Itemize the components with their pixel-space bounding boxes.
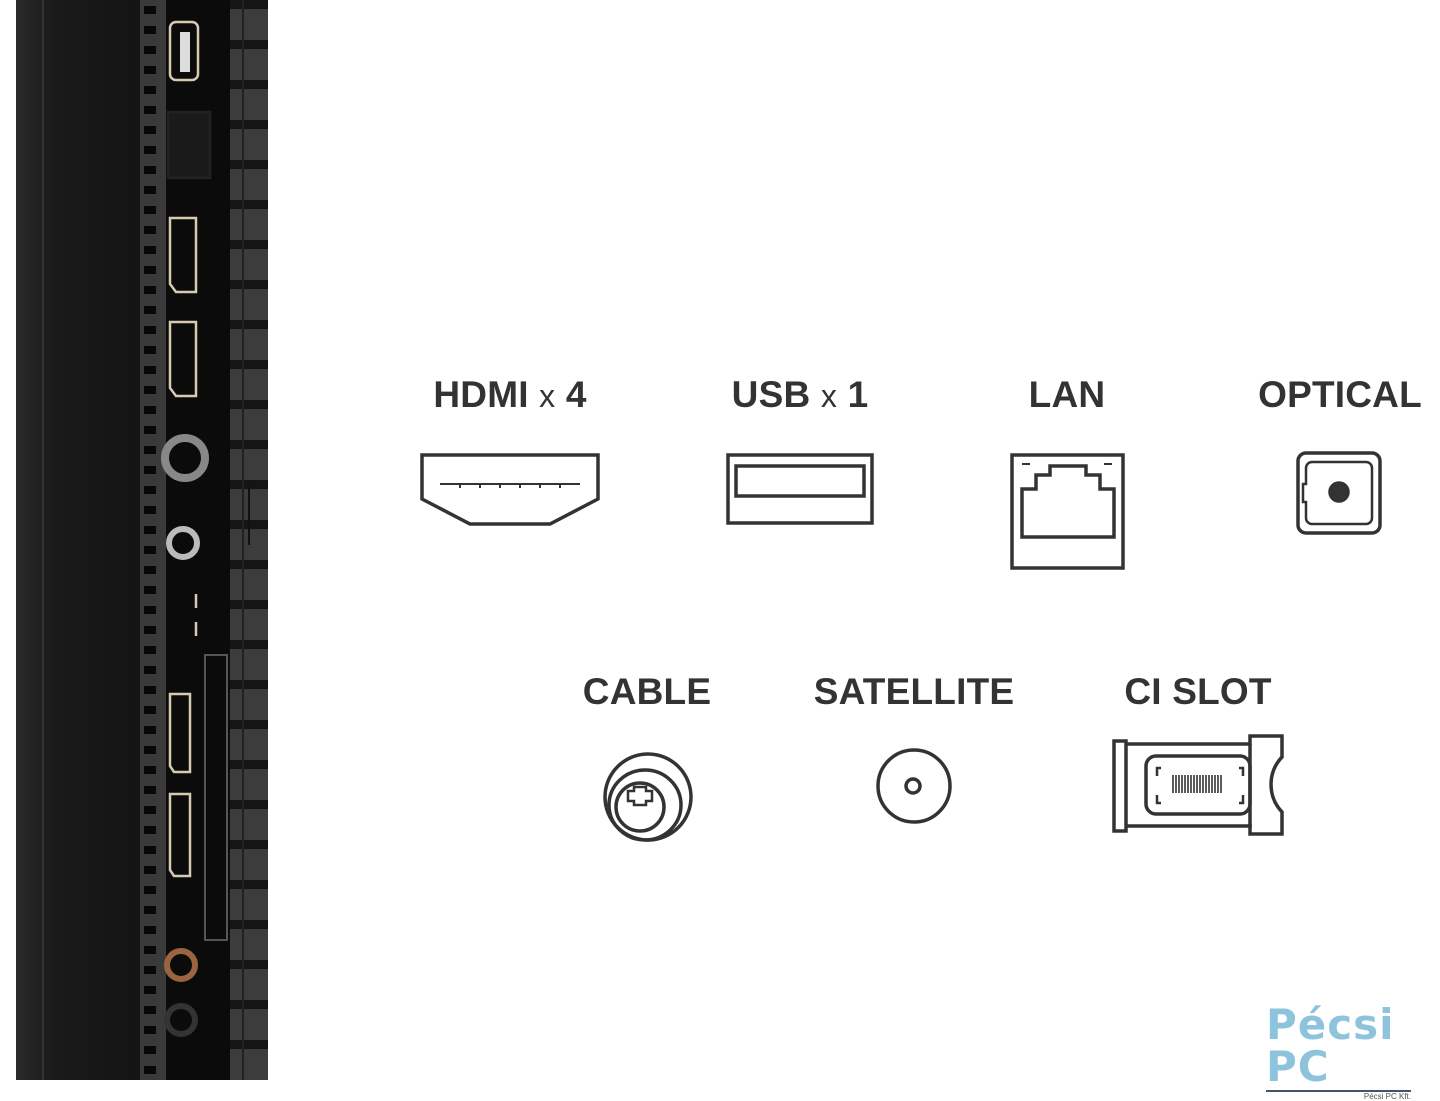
count-separator: x [539,378,556,414]
logo-text: Pécsi PC [1266,1000,1395,1091]
usb-count: 1 [847,374,869,415]
satellite-connector-icon [876,748,952,824]
ethernet-port-icon [1010,453,1125,570]
logo-subtitle: Pécsi PC Kft. [1363,1092,1411,1101]
count-separator: x [820,378,838,414]
panel-ports [161,20,228,1037]
lan-label: LAN [1028,374,1106,415]
pecsi-pc-logo: Pécsi PC Pécsi PC Kft. [1266,1004,1411,1101]
satellite-label: SATELLITE [813,671,1015,712]
optical-port-icon [1296,451,1382,535]
usb-port-icon [726,453,874,525]
vent-strip [140,0,168,1080]
ci-card-icon [1112,734,1284,836]
usb-label: USB x 1 [732,374,869,416]
cover-edge-line [42,0,44,1080]
optical-label: OPTICAL [1258,374,1422,415]
hdmi-count: 4 [565,374,587,415]
grille-notch [248,485,250,545]
cable-label: CABLE [582,671,712,712]
ci-slot-label: CI SLOT [1124,671,1272,712]
hdmi-port-icon [420,453,600,526]
tv-back-cover [16,0,142,1080]
coax-cable-icon [603,752,693,842]
hdmi-label: HDMI x 4 [433,374,586,416]
hdmi-name: HDMI [433,374,529,415]
usb-name: USB [731,374,811,415]
